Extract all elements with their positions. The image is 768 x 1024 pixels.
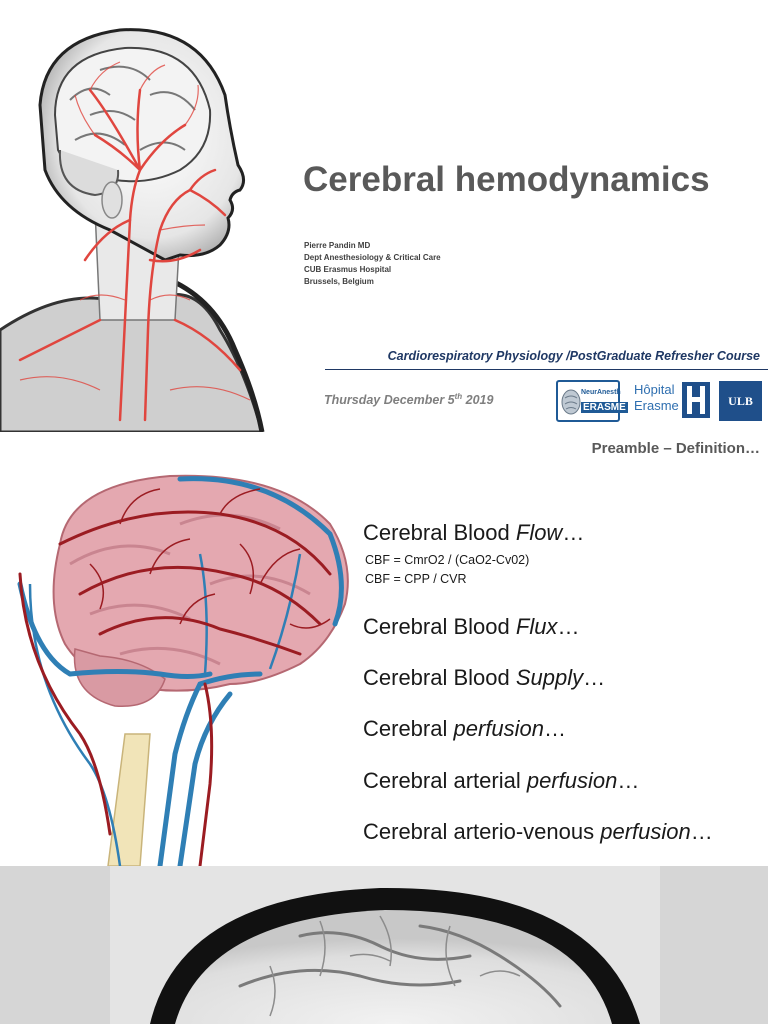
date-ordinal: th — [454, 392, 463, 401]
hopital-erasme-logo: Hôpital Erasme — [634, 382, 710, 422]
ulb-logo: ULB — [719, 381, 762, 421]
term-text: Cerebral — [363, 716, 454, 741]
neuranesth-logo-top: NeurAnesth — [581, 389, 621, 396]
formula-cbf-cmro2: CBF = CmrO2 / (CaO2-Cv02) — [365, 553, 530, 567]
term-emphasis: perfusion — [600, 819, 691, 844]
term-text: Cerebral Blood — [363, 665, 516, 690]
term-cerebral-blood-supply: Cerebral Blood Supply… — [363, 665, 605, 691]
term-text: Cerebral Blood — [363, 520, 516, 545]
term-cerebral-perfusion: Cerebral perfusion… — [363, 716, 566, 742]
title-slide: Cerebral hemodynamics Pierre Pandin MD D… — [0, 0, 768, 432]
presentation-date: Thursday December 5th 2019 — [324, 392, 493, 407]
term-cerebral-arterial-perfusion: Cerebral arterial perfusion… — [363, 768, 639, 794]
term-emphasis: Supply — [515, 665, 584, 690]
term-cerebral-blood-flow: Cerebral Blood Flow… — [363, 520, 584, 546]
term-ellipsis: … — [583, 665, 606, 690]
presentation-title: Cerebral hemodynamics — [303, 160, 710, 199]
ulb-logo-text: ULB — [728, 394, 753, 408]
author-location: Brussels, Belgium — [304, 277, 374, 286]
course-name: Cardiorespiratory Physiology /PostGradua… — [387, 349, 760, 363]
formula-cbf-cpp: CBF = CPP / CVR — [365, 572, 467, 586]
hopital-logo-line2: Erasme — [634, 398, 679, 413]
definition-slide: Preamble – Definition… — [0, 434, 768, 866]
term-text: Cerebral Blood — [363, 614, 516, 639]
angiography-slide — [0, 866, 768, 1024]
term-text: Cerebral arterio-venous — [363, 819, 601, 844]
term-ellipsis: … — [690, 819, 713, 844]
term-emphasis: perfusion — [526, 768, 618, 793]
angiogram-image — [0, 866, 768, 1024]
term-ellipsis: … — [617, 768, 640, 793]
author-department: Dept Anesthesiology & Critical Care — [304, 253, 441, 262]
brain-vasculature-illustration — [17, 474, 349, 866]
slide-heading: Preamble – Definition… — [591, 440, 760, 457]
term-emphasis: Flow — [515, 520, 563, 545]
author-hospital: CUB Erasmus Hospital — [304, 265, 392, 274]
divider-line — [325, 369, 768, 370]
term-emphasis: perfusion — [453, 716, 544, 741]
date-year: 2019 — [462, 393, 494, 408]
term-cerebral-blood-flux: Cerebral Blood Flux… — [363, 614, 579, 640]
author-name: Pierre Pandin MD — [304, 241, 371, 250]
neuranesth-logo: NeurAnesth ERASME — [556, 380, 628, 422]
neuranesth-logo-bottom: ERASME — [581, 402, 628, 413]
term-emphasis: Flux — [515, 614, 558, 639]
hopital-h-icon — [682, 382, 710, 418]
author-block: Pierre Pandin MD Dept Anesthesiology & C… — [304, 240, 441, 288]
term-ellipsis: … — [544, 716, 566, 741]
term-text: Cerebral arterial — [363, 768, 527, 793]
term-cerebral-arterio-venous-perfusion: Cerebral arterio-venous perfusion… — [363, 819, 713, 845]
term-ellipsis: … — [557, 614, 580, 639]
date-text: Thursday December 5 — [324, 393, 455, 408]
hopital-logo-line1: Hôpital — [634, 382, 675, 397]
brain-icon — [561, 389, 581, 415]
institution-logos: NeurAnesth ERASME Hôpital Erasme ULB — [556, 378, 762, 424]
head-anatomy-illustration — [0, 28, 265, 432]
term-ellipsis: … — [562, 520, 585, 545]
